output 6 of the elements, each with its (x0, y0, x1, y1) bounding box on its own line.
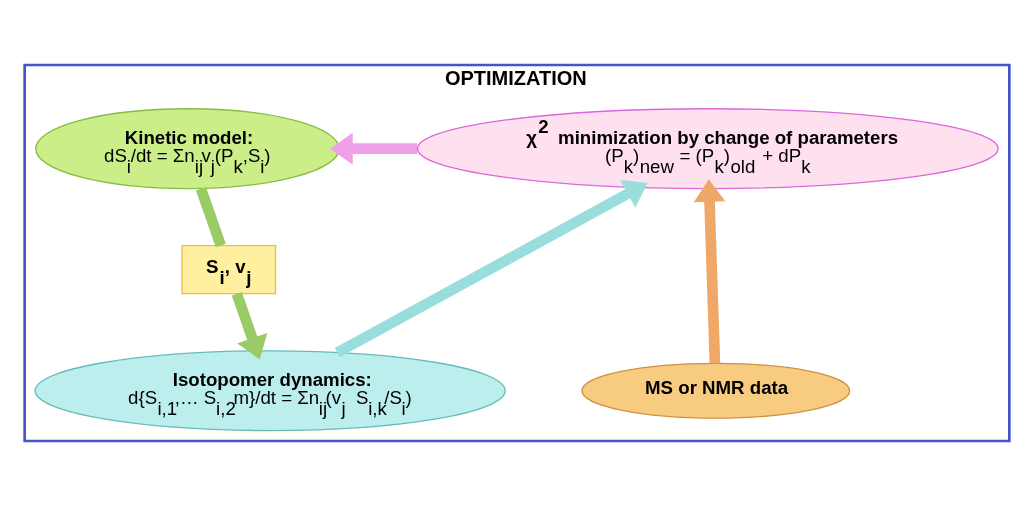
arrow (330, 132, 418, 164)
arrow (334, 179, 648, 357)
node-ellipse: MS or NMR data (581, 362, 851, 419)
connector (195, 186, 226, 247)
arrow (231, 291, 268, 360)
arrow (693, 178, 726, 363)
